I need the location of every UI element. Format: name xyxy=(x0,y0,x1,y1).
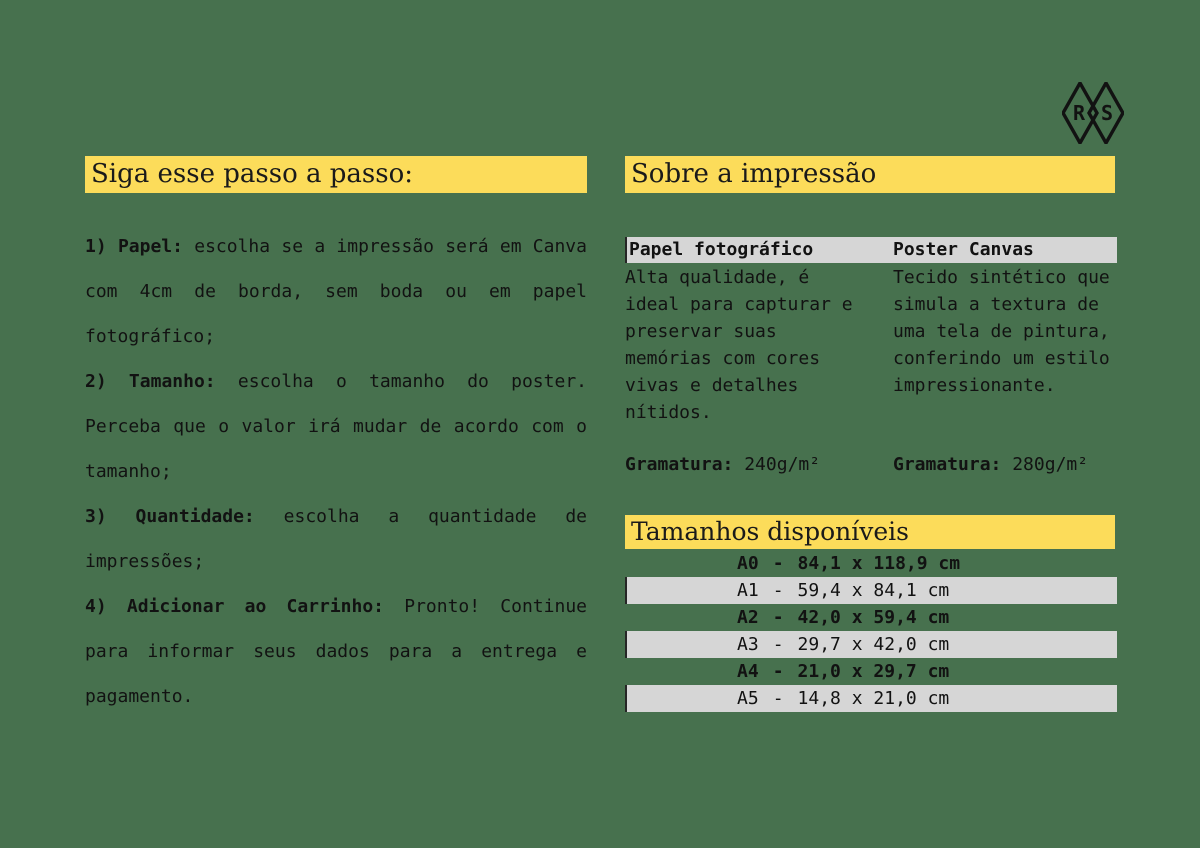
materials-description-row: Alta qualidade, é ideal para capturar e … xyxy=(625,264,1115,426)
logo-left-diamond xyxy=(1062,82,1099,144)
size-dimensions: 14,8 x 21,0 cm xyxy=(797,688,950,709)
brand-logo-icon: R S xyxy=(1062,82,1124,144)
step-2-text: escolha o tamanho do poster. Perceba que… xyxy=(85,371,587,482)
step-2-label: 2) Tamanho: xyxy=(85,371,216,392)
size-dimensions: 59,4 x 84,1 cm xyxy=(797,580,950,601)
size-dash: - xyxy=(772,688,784,709)
print-info-header-title: Sobre a impressão xyxy=(631,159,877,189)
material-2-name: Poster Canvas xyxy=(893,239,1034,260)
steps-list: 1) Papel: escolha se a impressão será em… xyxy=(85,224,587,719)
step-item-4: 4) Adicionar ao Carrinho: Pronto! Contin… xyxy=(85,584,587,719)
step-1-text: escolha se a impressão será em Canva com… xyxy=(85,236,587,347)
size-dimensions: 21,0 x 29,7 cm xyxy=(797,661,950,682)
logo-right-diamond xyxy=(1087,82,1124,144)
sizes-table: A0-84,1 x 118,9 cm A1-59,4 x 84,1 cm A2-… xyxy=(625,550,1117,712)
material-2-weight-label: Gramatura: xyxy=(893,454,1002,475)
material-2-description: Tecido sintético que simula a textura de… xyxy=(893,267,1110,396)
step-4-text: Pronto! Continue para informar seus dado… xyxy=(85,596,587,707)
logo-letter-left: R xyxy=(1073,101,1086,125)
step-3-label: 3) Quantidade: xyxy=(85,506,255,527)
size-code: A3 xyxy=(737,634,759,655)
print-info-section: Sobre a impressão Papel fotográfico Post… xyxy=(625,156,1117,716)
size-dash: - xyxy=(772,553,784,574)
step-3-text: escolha a quantidade de impressões; xyxy=(85,506,588,572)
step-item-2: 2) Tamanho: escolha o tamanho do poster.… xyxy=(85,359,587,494)
sizes-header-title: Tamanhos disponíveis xyxy=(631,517,910,546)
steps-section: Siga esse passo a passo: 1) Papel: escol… xyxy=(85,156,587,707)
size-code: A5 xyxy=(737,688,759,709)
steps-header-title: Siga esse passo a passo: xyxy=(91,159,414,189)
material-2-weight-value: 280g/m² xyxy=(1012,454,1089,475)
material-1-name: Papel fotográfico xyxy=(629,239,814,260)
print-info-header-bar: Sobre a impressão xyxy=(625,156,1115,193)
size-dimensions: 84,1 x 118,9 cm xyxy=(797,553,961,574)
materials-header-row: Papel fotográfico Poster Canvas xyxy=(625,237,1117,263)
size-dash: - xyxy=(772,580,784,601)
size-dimensions: 29,7 x 42,0 cm xyxy=(797,634,950,655)
step-item-1: 1) Papel: escolha se a impressão será em… xyxy=(85,224,587,359)
step-4-label: 4) Adicionar ao Carrinho: xyxy=(85,596,385,617)
size-code: A0 xyxy=(737,553,759,574)
size-row-a3: A3-29,7 x 42,0 cm xyxy=(625,631,1117,658)
material-2-weight: Gramatura: 280g/m² xyxy=(893,451,1115,478)
size-dash: - xyxy=(772,661,784,682)
step-item-3: 3) Quantidade: escolha a quantidade de i… xyxy=(85,494,587,584)
material-1-weight: Gramatura: 240g/m² xyxy=(625,451,893,478)
size-dimensions: 42,0 x 59,4 cm xyxy=(797,607,950,628)
size-dash: - xyxy=(772,634,784,655)
size-row-a2: A2-42,0 x 59,4 cm xyxy=(625,604,1117,631)
material-1-weight-value: 240g/m² xyxy=(744,454,821,475)
size-code: A1 xyxy=(737,580,759,601)
steps-header-bar: Siga esse passo a passo: xyxy=(85,156,587,193)
size-code: A2 xyxy=(737,607,759,628)
step-1-label: 1) Papel: xyxy=(85,236,183,257)
material-1-description: Alta qualidade, é ideal para capturar e … xyxy=(625,267,853,423)
material-1-weight-label: Gramatura: xyxy=(625,454,734,475)
size-row-a4: A4-21,0 x 29,7 cm xyxy=(625,658,1117,685)
size-row-a0: A0-84,1 x 118,9 cm xyxy=(625,550,1117,577)
materials-weight-row: Gramatura: 240g/m² Gramatura: 280g/m² xyxy=(625,451,1115,478)
size-row-a1: A1-59,4 x 84,1 cm xyxy=(625,577,1117,604)
size-row-a5: A5-14,8 x 21,0 cm xyxy=(625,685,1117,712)
size-dash: - xyxy=(772,607,784,628)
size-code: A4 xyxy=(737,661,759,682)
logo-letter-right: S xyxy=(1101,101,1113,125)
sizes-header-bar: Tamanhos disponíveis xyxy=(625,515,1115,549)
